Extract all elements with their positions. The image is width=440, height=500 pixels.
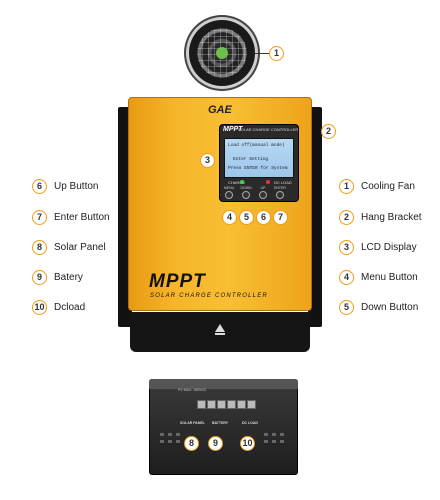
vent-slot (168, 433, 172, 436)
vent-slot (168, 440, 172, 443)
cooling-fan (189, 20, 255, 86)
callout-3-label: LCD Display (361, 242, 417, 253)
callout-4-marker: 4 (339, 270, 354, 285)
lcd-subtitle: SOLAR CHARGE CONTROLLER (238, 127, 299, 132)
terminal-cover (130, 312, 310, 352)
vent-slot (264, 440, 268, 443)
pv-max-label: PV MAX: 150VDC (178, 388, 207, 392)
terminal-block (197, 400, 206, 409)
vent-slot (176, 433, 180, 436)
fan-callout-line (255, 53, 269, 54)
brand-text: MPPT (149, 271, 206, 292)
callout-5-marker: 5 (339, 300, 354, 315)
enter-button-label: ENTER (274, 186, 286, 190)
up-marker: 6 (256, 210, 271, 225)
vent-slot (280, 440, 284, 443)
terminal-top-edge (149, 379, 298, 389)
dcload-marker: 10 (240, 436, 255, 451)
terminal-block (237, 400, 246, 409)
vent-slot (176, 440, 180, 443)
lcd-display: Load off(manual mode) Enter Setting Pres… (224, 138, 294, 178)
lcd-line: Load off(manual mode) (228, 143, 285, 148)
callout-1-marker: 1 (339, 179, 354, 194)
lcd-marker: 3 (200, 153, 215, 168)
terminal-block (217, 400, 226, 409)
callout-2-marker: 2 (339, 210, 354, 225)
menu-button[interactable] (225, 191, 233, 199)
callout-8-marker: 8 (32, 240, 47, 255)
callout-9-marker: 9 (32, 270, 47, 285)
charge-label: CHARGE (228, 180, 246, 185)
load-led-icon (266, 180, 270, 184)
lcd-title: MPPT (223, 126, 243, 133)
callout-10-marker: 10 (32, 300, 47, 315)
down-button-label: DOWN (240, 186, 252, 190)
vent-slot (160, 440, 164, 443)
callout-8-label: Solar Panel (54, 242, 106, 253)
vent-slot (280, 433, 284, 436)
vent-slot (272, 440, 276, 443)
menu-marker: 4 (222, 210, 237, 225)
fan-marker: 1 (269, 46, 284, 61)
callout-6-label: Up Button (54, 181, 99, 192)
enter-button[interactable] (276, 191, 284, 199)
up-button-label: UP (260, 186, 266, 190)
callout-1-label: Cooling Fan (361, 181, 415, 192)
dc-load-label: DC LOAD (274, 180, 292, 185)
terminal-block (227, 400, 236, 409)
solar-panel-terminal-label: SOLAR PANEL (180, 421, 205, 425)
battery-terminal-label: BATTERY (212, 421, 229, 425)
callout-7-label: Enter Button (54, 212, 110, 223)
callout-9-label: Batery (54, 272, 83, 283)
brand-logo: GAE (208, 104, 232, 116)
menu-button-label: MENU (223, 186, 235, 190)
eject-arrow-base (215, 333, 225, 335)
callout-6-marker: 6 (32, 179, 47, 194)
solar-marker: 8 (184, 436, 199, 451)
up-button[interactable] (259, 191, 267, 199)
fan-hub-icon (216, 47, 228, 59)
callout-2-label: Hang Bracket (361, 212, 422, 223)
lcd-line: Enter Setting (233, 157, 269, 162)
callout-4-label: Menu Button (361, 272, 418, 283)
terminal-panel (149, 379, 298, 475)
vent-slot (160, 433, 164, 436)
callout-3-marker: 3 (339, 240, 354, 255)
bracket-marker: 2 (321, 124, 336, 139)
dc-load-terminal-label: DC LOAD (242, 421, 258, 425)
brand-subtext: SOLAR CHARGE CONTROLLER (150, 293, 268, 299)
callout-7-marker: 7 (32, 210, 47, 225)
charge-led-icon (240, 180, 244, 184)
callout-5-label: Down Button (361, 302, 419, 313)
down-button[interactable] (242, 191, 250, 199)
terminal-block (207, 400, 216, 409)
vent-slot (264, 433, 268, 436)
eject-arrow-icon (215, 324, 225, 332)
enter-marker: 7 (273, 210, 288, 225)
lcd-line: Press ENTER for System (228, 166, 288, 171)
terminal-block (247, 400, 256, 409)
down-marker: 5 (239, 210, 254, 225)
battery-marker: 9 (208, 436, 223, 451)
callout-10-label: Dcload (54, 302, 86, 313)
vent-slot (272, 433, 276, 436)
